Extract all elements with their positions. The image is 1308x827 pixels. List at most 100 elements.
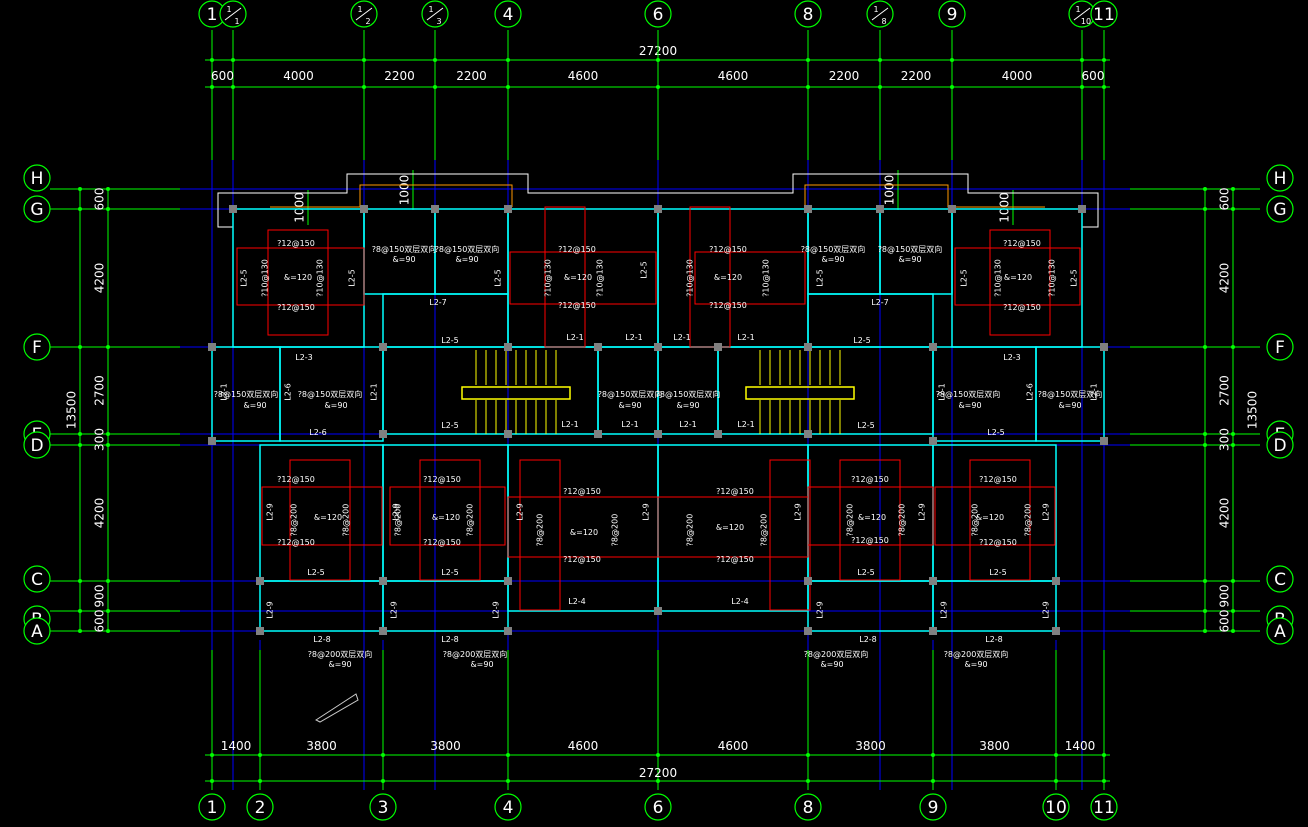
column: [654, 607, 662, 615]
dim-tick: [506, 58, 510, 62]
grid-bubble: [1090, 0, 1118, 28]
dim-right-seg: 600: [1218, 610, 1232, 633]
dim-tick: [381, 779, 385, 783]
beam-label-vertical: L2-9: [390, 601, 399, 619]
row-bubble-right: A: [1274, 622, 1286, 642]
dim-tick: [362, 58, 366, 62]
dim-tick: [1231, 207, 1235, 211]
slab-bar-vertical: ?10@130: [686, 259, 695, 297]
beam-label: L2-8: [859, 635, 877, 644]
bubble-slash: [426, 7, 444, 21]
slab-bar-label: ?12@150: [716, 487, 754, 496]
dim-right-total: 13500: [1246, 391, 1260, 429]
slab-note-label: ?8@150双层双向: [298, 389, 363, 399]
beam-label-vertical: L2-1: [1090, 383, 1099, 401]
grid-bubble: [1266, 565, 1294, 593]
dim-top-seg: 2200: [456, 69, 487, 83]
dim-tick: [506, 85, 510, 89]
rebar-mesh: [689, 206, 731, 348]
dim-top-seg: 4600: [568, 69, 599, 83]
column: [256, 627, 264, 635]
dim-tick: [1102, 753, 1106, 757]
rebar-mesh: [694, 251, 806, 305]
dim-tick: [78, 443, 82, 447]
dim-tick: [210, 779, 214, 783]
annotation-labels: ?12@150 ?12@150 ?12@150 ?12@150 ?12@150 ?12@1…: [214, 239, 1102, 723]
beam-label-vertical: L2-1: [370, 383, 379, 401]
stair-landing: [745, 386, 855, 400]
dim-tick: [878, 85, 882, 89]
dim-tick: [1203, 207, 1207, 211]
beam-label: L2-1: [737, 333, 755, 342]
column: [208, 437, 216, 445]
beam-label: L2-8: [985, 635, 1003, 644]
beam-label: L2-5: [989, 568, 1007, 577]
grid-bubble-bottom: 2: [255, 798, 266, 818]
dim-tick: [1231, 609, 1235, 613]
slab-thickness-label: &=90: [958, 401, 981, 410]
dim-tick: [106, 443, 110, 447]
slab-bar-label: ?12@150: [277, 303, 315, 312]
dim-tick: [656, 85, 660, 89]
grid-bubble: [1266, 164, 1294, 192]
grid-bubble: [1090, 793, 1118, 821]
dim-tick: [1203, 609, 1207, 613]
column: [804, 430, 812, 438]
slab-thickness-label: &=120: [716, 523, 744, 532]
slab-bar-label: ?12@150: [709, 245, 747, 254]
slab-bar-vertical: ?8@200: [1024, 504, 1033, 537]
section-mark: [314, 693, 359, 723]
rebar-mesh: [419, 459, 481, 581]
column: [804, 205, 812, 213]
dim-tick: [950, 58, 954, 62]
grid-bubble: [198, 793, 226, 821]
grid-bubble: [494, 793, 522, 821]
grid-bubble: [1266, 431, 1294, 459]
dim-bottom-seg: 4600: [568, 739, 599, 753]
grid-bubble-top: 6: [653, 5, 664, 25]
slab-bar-label: ?12@150: [277, 475, 315, 484]
column: [714, 343, 722, 351]
slab-bar-vertical: ?10@130: [596, 259, 605, 297]
rebar-mesh: [509, 251, 657, 305]
slab-thickness-label: &=90: [455, 255, 478, 264]
row-bubble-left: H: [31, 169, 44, 189]
beam-label-vertical: L2-9: [516, 503, 525, 521]
dim-left-seg: 600: [93, 610, 107, 633]
dim-left-total: 13500: [65, 391, 79, 429]
dim-tick: [78, 345, 82, 349]
dim-tick: [1102, 779, 1106, 783]
row-bubble-right: C: [1274, 570, 1286, 590]
slab-note-label: ?8@150双层双向: [598, 389, 663, 399]
dim-tick: [78, 609, 82, 613]
beam-label-vertical: L2-9: [816, 601, 825, 619]
wall-panel: [932, 580, 1057, 632]
column: [1100, 437, 1108, 445]
dim-tick: [1054, 753, 1058, 757]
slab-thickness-label: &=90: [964, 660, 987, 669]
dim-tick: [806, 753, 810, 757]
beam-label-vertical: L2-5: [640, 261, 649, 279]
rebar-mesh: [807, 486, 934, 546]
rebar-mesh: [954, 247, 1081, 306]
dim-top-seg: 2200: [901, 69, 932, 83]
slab-bar-label: ?12@150: [558, 245, 596, 254]
beam-label: L2-6: [309, 428, 327, 437]
beam-label: L2-1: [673, 333, 691, 342]
slab-bar-vertical: ?10@130: [544, 259, 553, 297]
wall-panel: [382, 580, 509, 632]
slab-note-label: ?8@150双层双向: [656, 389, 721, 399]
slab-bar-label: ?12@150: [423, 538, 461, 547]
grid-bubble: [369, 793, 397, 821]
slab-thickness-label: &=120: [570, 528, 598, 537]
grid-bubble: [794, 0, 822, 28]
grid-bubble: [494, 0, 522, 28]
grid-bubble: [644, 0, 672, 28]
row-bubble-right: D: [1273, 436, 1286, 456]
dim-tick: [231, 58, 235, 62]
slab-bar-label: ?12@150: [851, 475, 889, 484]
slab-bar-vertical: ?8@200: [394, 504, 403, 537]
grid-bubble: [1266, 333, 1294, 361]
dim-tick: [106, 187, 110, 191]
rebar-mesh: [769, 459, 811, 611]
